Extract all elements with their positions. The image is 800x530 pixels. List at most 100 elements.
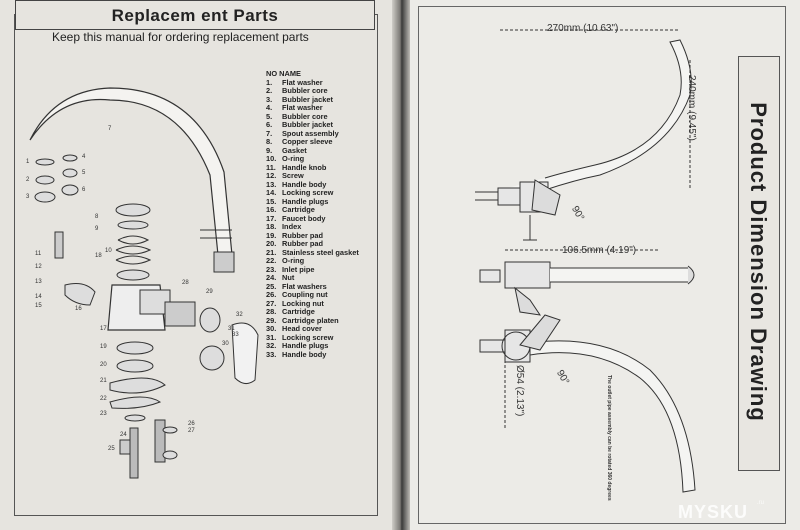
part-number: 23.: [266, 264, 277, 274]
part-number: 9.: [266, 145, 273, 155]
callout-label: 33: [232, 332, 239, 338]
callout-label: 19: [100, 344, 107, 350]
part-name: O-ring: [282, 154, 305, 163]
part-name: Handle body: [282, 179, 327, 189]
part-name: Flat washer: [282, 103, 323, 112]
part-row: 9.Gasket: [266, 145, 359, 156]
part-number: 6.: [266, 120, 273, 129]
part-row: 31.Locking screw: [266, 332, 359, 343]
part-number: 11.: [266, 162, 276, 172]
part-row: 1.Flat washer: [266, 77, 359, 88]
part-number: 27.: [266, 298, 277, 308]
dimension-reach: 106.5mm (4.19"): [562, 245, 637, 256]
right-page: [402, 0, 800, 530]
part-number: 18.: [266, 222, 277, 231]
part-number: 30.: [266, 324, 277, 333]
part-row: 28.Cartridge: [266, 307, 359, 317]
side-handle: [64, 283, 96, 306]
cartridge: [164, 301, 196, 327]
part-name: Nut: [282, 273, 295, 282]
part-name: Handle plugs: [282, 196, 329, 206]
callout-label: 15: [35, 303, 42, 309]
part-number: 19.: [266, 230, 277, 240]
callout-label: 11: [35, 251, 42, 257]
part-number: 33.: [266, 349, 277, 359]
callout-label: 13: [35, 279, 42, 285]
callout-label: 24: [120, 432, 127, 438]
part-row: 26.Coupling nut: [266, 290, 359, 300]
part-name: Locking screw: [282, 188, 334, 197]
part-row: 24. Nut: [266, 273, 359, 283]
callout-label: 5: [82, 170, 86, 176]
callout-label: 22: [100, 396, 107, 402]
part-name: Stainless steel gasket: [282, 247, 359, 257]
part-row: 17.Faucet body: [266, 214, 359, 224]
part-name: O-ring: [282, 256, 305, 265]
part-name: Handle body: [282, 349, 327, 359]
part-name: Handle plugs: [282, 341, 329, 350]
part-row: 23.Inlet pipe: [266, 264, 359, 275]
part-name: Bubbler core: [282, 111, 328, 121]
part-row: 18.Index: [266, 222, 359, 232]
part-number: 2.: [266, 86, 273, 95]
part-row: 13.Handle body: [266, 179, 359, 190]
callout-label: 28: [182, 280, 189, 286]
part-number: 8.: [266, 137, 273, 146]
part-row: 14. Locking screw: [266, 188, 359, 198]
part-row: 4.Flat washer: [266, 103, 359, 113]
part-number: 26.: [266, 290, 277, 299]
bottom-view-body: [479, 329, 531, 363]
callout-label: 8: [95, 214, 99, 220]
part-number: 20.: [266, 239, 277, 248]
cartridge-platen: [199, 307, 221, 333]
part-row: 15. Handle plugs: [266, 196, 359, 207]
top-view-body: [479, 261, 551, 289]
part-number: 28.: [266, 307, 277, 316]
callout-label: 17: [100, 326, 107, 332]
part-name: Locking nut: [282, 298, 324, 308]
book-spine: [392, 0, 410, 530]
spout-thread: [213, 251, 235, 273]
part-name: Rubber pad: [282, 239, 324, 248]
side-view-spout: [500, 39, 692, 191]
part-row: 32. Handle plugs: [266, 341, 359, 351]
base-parts: [109, 341, 178, 479]
part-number: 1.: [266, 77, 273, 87]
part-number: 5.: [266, 111, 273, 121]
part-number: 24.: [266, 273, 277, 282]
left-page: [0, 0, 398, 530]
part-number: 29.: [266, 315, 277, 325]
part-name: Cartridge: [282, 205, 315, 214]
part-row: 10. O-ring: [266, 154, 359, 164]
part-number: 32.: [266, 341, 277, 350]
page-title: Replacem ent Parts: [111, 6, 279, 25]
callout-label: 14: [35, 294, 42, 300]
callout-label: 12: [35, 264, 42, 270]
callout-label: 21: [100, 378, 107, 384]
spout-assembly: [29, 87, 233, 256]
side-title-box: [738, 56, 780, 471]
part-name: Screw: [282, 171, 304, 180]
part-row: 33. Handle body: [266, 349, 359, 360]
callout-label: 18: [95, 253, 102, 259]
part-number: 31.: [266, 332, 277, 342]
part-row: 12.Screw: [266, 171, 359, 181]
head-cover: [199, 345, 225, 371]
callout-label: 25: [108, 446, 115, 452]
part-name: Cartridge platen: [282, 315, 339, 325]
callout-label: 10: [105, 248, 112, 254]
title-box: Replacem ent Parts: [15, 0, 375, 30]
part-row: 5. Bubbler core: [266, 111, 359, 122]
bottom-view-spout: [514, 340, 696, 493]
part-row: 27. Locking nut: [266, 298, 359, 309]
handle-knob: [54, 231, 64, 259]
part-number: 15.: [266, 196, 277, 206]
callout-label: 32: [236, 312, 243, 318]
watermark: MYSKU: [678, 502, 749, 522]
part-row: 6.Bubbler jacket: [266, 120, 359, 130]
part-row: 21.Stainless steel gasket: [266, 247, 359, 258]
right-page-frame: [418, 6, 786, 524]
callout-label: 3: [26, 194, 30, 200]
part-number: 14.: [266, 188, 277, 197]
part-number: 10.: [266, 154, 277, 163]
